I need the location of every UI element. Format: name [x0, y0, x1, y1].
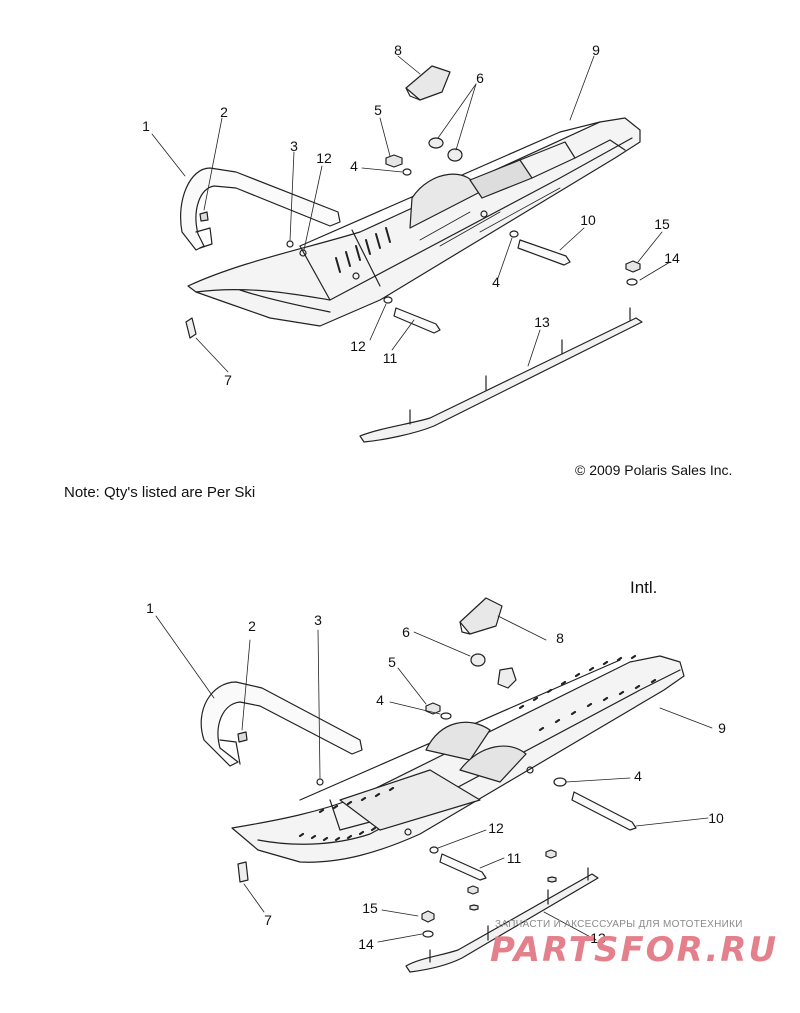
callout-13-top: 13 — [534, 314, 550, 330]
part-4a-bottom — [440, 712, 452, 720]
part-14-bottom — [422, 930, 434, 938]
part-4a-top — [402, 168, 412, 176]
leader-lines-bottom — [155, 615, 713, 943]
part-7-bottom — [237, 861, 249, 883]
callout-9-top: 9 — [592, 42, 600, 58]
bottom-ski-diagram — [155, 597, 713, 973]
part-8-top — [405, 65, 451, 101]
callout-6-top: 6 — [476, 70, 484, 86]
part-6a-top — [428, 137, 444, 149]
callout-8-bottom: 8 — [556, 630, 564, 646]
callout-3-top: 3 — [290, 138, 298, 154]
part-11-top — [393, 307, 441, 334]
callout-12b-top: 12 — [350, 338, 366, 354]
part-12b-top — [383, 296, 393, 304]
ski-handle-top — [180, 167, 341, 251]
callout-7-bottom: 7 — [264, 912, 272, 928]
part-10-bottom — [571, 791, 637, 831]
callout-6-bottom: 6 — [402, 624, 410, 640]
callout-10-bottom: 10 — [708, 810, 724, 826]
part-4b-top — [509, 230, 519, 238]
part-5-top — [385, 154, 403, 168]
watermark-caption: ЗАПЧАСТИ И АКСЕССУАРЫ ДЛЯ МОТОТЕХНИКИ — [495, 919, 743, 930]
wear-bar-top — [359, 307, 643, 443]
callout-14-top: 14 — [664, 250, 680, 266]
callout-14-bottom: 14 — [358, 936, 374, 952]
part-3-bottom — [316, 778, 324, 786]
callout-12-bottom: 12 — [488, 820, 504, 836]
part-15-top — [625, 260, 641, 273]
wear-bar-bottom — [405, 867, 599, 973]
part-6a-bottom — [470, 653, 486, 667]
callout-4b-bottom: 4 — [634, 768, 642, 784]
callout-7-top: 7 — [224, 372, 232, 388]
part-2-top — [199, 211, 209, 222]
callout-5-top: 5 — [374, 102, 382, 118]
callout-12a-top: 12 — [316, 150, 332, 166]
top-ski-diagram — [151, 55, 671, 443]
part-8-bottom — [459, 597, 503, 635]
ski-body-bottom — [231, 654, 685, 863]
intl-label: Intl. — [630, 578, 658, 597]
part-6b-top — [447, 148, 463, 162]
part-15-bottom — [421, 910, 435, 923]
leader-lines-top — [151, 55, 671, 373]
part-7-top — [185, 317, 197, 339]
part-10-top — [517, 239, 571, 266]
part-14-top — [626, 278, 638, 286]
callout-2-bottom: 2 — [248, 618, 256, 634]
callout-1-bottom: 1 — [146, 600, 154, 616]
callout-10-top: 10 — [580, 212, 596, 228]
copyright-text: © 2009 Polaris Sales Inc. — [575, 462, 733, 478]
callout-13-bottom: 13 — [590, 930, 606, 946]
callout-4a-top: 4 — [350, 158, 358, 174]
part-12a-top — [299, 249, 307, 257]
watermark-logo: PARTSFOR.RU — [490, 930, 779, 970]
callout-2-top: 2 — [220, 104, 228, 120]
callout-3-bottom: 3 — [314, 612, 322, 628]
ski-body-top — [187, 117, 641, 327]
callout-4a-bottom: 4 — [376, 692, 384, 708]
part-2-bottom — [237, 731, 248, 743]
note-text: Note: Qty's listed are Per Ski — [64, 484, 256, 501]
callout-4b-top: 4 — [492, 274, 500, 290]
callout-1-top: 1 — [142, 118, 150, 134]
part-6b-bottom — [497, 667, 517, 689]
part-12-bottom — [429, 846, 439, 854]
callout-9-bottom: 9 — [718, 720, 726, 736]
callout-11-top: 11 — [382, 350, 398, 366]
part-4b-bottom — [553, 777, 567, 787]
callout-5-bottom: 5 — [388, 654, 396, 670]
callout-8-top: 8 — [394, 42, 402, 58]
callout-11-bottom: 11 — [506, 850, 522, 866]
callout-15-bottom: 15 — [362, 900, 378, 916]
part-11-bottom — [439, 853, 487, 881]
callout-15-top: 15 — [654, 216, 670, 232]
ski-handle-bottom — [200, 681, 363, 767]
part-3-top — [286, 240, 294, 248]
